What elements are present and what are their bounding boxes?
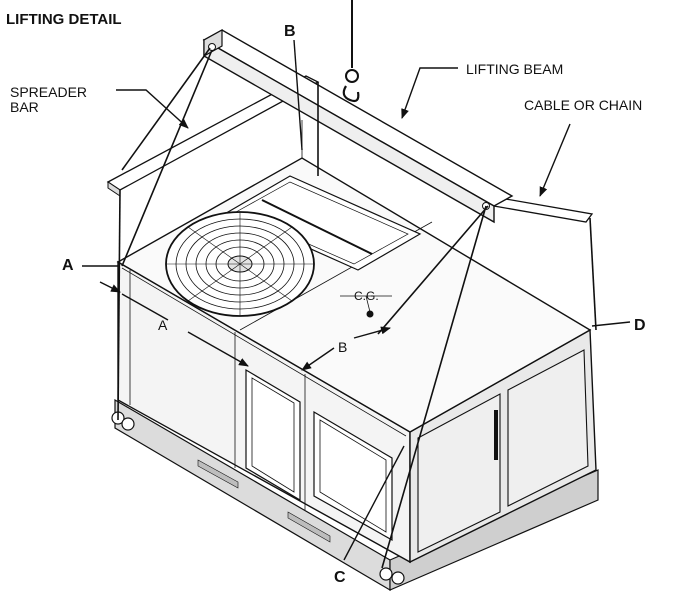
access-panel-right-inner bbox=[319, 419, 387, 533]
cable-or-chain-label: CABLE OR CHAIN bbox=[524, 97, 642, 113]
label-a-dim: A bbox=[158, 317, 168, 333]
door-hinge bbox=[494, 410, 498, 460]
access-panel-left bbox=[245, 368, 301, 502]
label-b-top: B bbox=[284, 23, 296, 40]
lifting-beam-leader bbox=[401, 67, 458, 119]
b-top-leader bbox=[293, 39, 303, 151]
base-slot bbox=[287, 511, 331, 543]
label-c: C bbox=[334, 569, 346, 586]
label-b-dim: B bbox=[338, 339, 347, 355]
center-of-gravity-dot bbox=[366, 310, 374, 318]
access-panel-left-inner bbox=[251, 377, 295, 493]
spreader-bar bbox=[106, 75, 594, 223]
b-dim-arrow-left bbox=[301, 347, 335, 371]
cables bbox=[117, 47, 597, 569]
label-cg: C.G. bbox=[354, 289, 379, 303]
side-door-left bbox=[417, 393, 501, 553]
lifting-lug bbox=[121, 417, 135, 431]
lifting-lug bbox=[379, 567, 393, 581]
access-panel-right bbox=[313, 410, 393, 542]
lifting-beam-label: LIFTING BEAM bbox=[466, 61, 563, 77]
label-d: D bbox=[634, 317, 646, 334]
lifting-lug bbox=[391, 571, 405, 585]
a-dim-line-left bbox=[121, 293, 169, 321]
a-dim-line-right bbox=[187, 331, 249, 367]
diagram-title: LIFTING DETAIL bbox=[6, 11, 122, 28]
spreader-bar-label-line2: BAR bbox=[10, 99, 39, 115]
cable bbox=[377, 205, 489, 335]
rooftop-unit bbox=[111, 120, 599, 592]
side-door-right bbox=[507, 349, 589, 507]
top-vent-panel bbox=[226, 175, 422, 271]
cable bbox=[121, 49, 213, 267]
front-top-trim bbox=[121, 267, 407, 437]
c-leader bbox=[343, 445, 405, 561]
cable bbox=[381, 205, 487, 569]
lifting-hook-icon bbox=[342, 0, 360, 103]
condenser-fan-icon bbox=[165, 211, 315, 317]
spreader-bar-label-line1: SPREADER bbox=[10, 84, 87, 100]
label-a-bold: A bbox=[62, 257, 74, 274]
a-dim-arrow bbox=[99, 281, 121, 293]
cable bbox=[117, 189, 121, 421]
lifting-beam bbox=[202, 28, 514, 224]
cable-or-chain-leader bbox=[539, 123, 571, 197]
cable bbox=[589, 217, 597, 331]
base-slot bbox=[197, 459, 239, 489]
cg-leader bbox=[365, 295, 371, 313]
b-dim-arrow-right bbox=[353, 326, 391, 339]
d-leader bbox=[591, 321, 631, 327]
spreader-bar-leader bbox=[116, 89, 189, 129]
